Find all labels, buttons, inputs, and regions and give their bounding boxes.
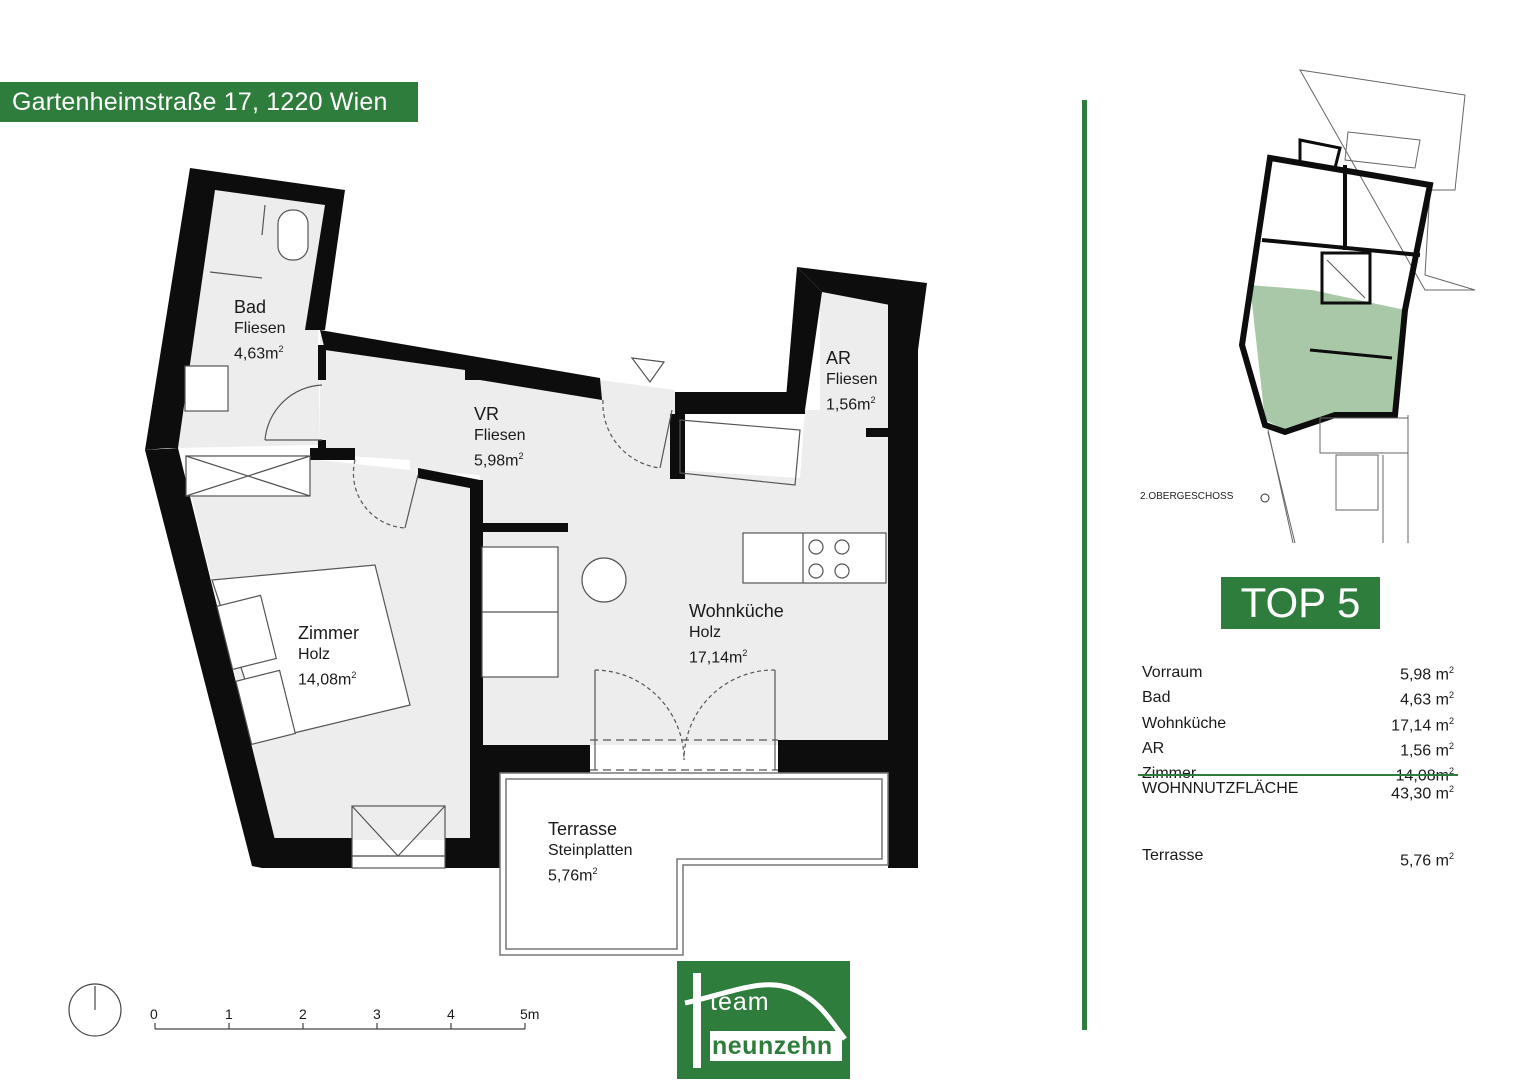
room-name: VR xyxy=(474,404,500,424)
scale-label: 0 xyxy=(150,1006,158,1022)
area-value: 4,63 m xyxy=(1400,691,1449,709)
area-label: Bad xyxy=(1142,689,1171,707)
terrace-row: Terrasse 5,76 m2 xyxy=(1138,845,1458,872)
room-area-unit: 2 xyxy=(518,451,524,461)
total-row: WOHNNUTZFLÄCHE 43,30 m2 xyxy=(1138,778,1458,805)
area-unit: 2 xyxy=(1448,690,1454,701)
room-label-terrasse: Terrasse Steinplatten 5,76m2 xyxy=(548,819,633,886)
logo-text-team: team xyxy=(710,988,770,1016)
room-floor: Steinplatten xyxy=(548,842,633,859)
area-unit: 2 xyxy=(1448,715,1454,726)
scale-label: 5m xyxy=(520,1006,540,1022)
room-name: Bad xyxy=(234,297,267,317)
room-area: 14,08m xyxy=(298,671,352,689)
room-floor: Holz xyxy=(298,646,331,663)
vertical-divider xyxy=(1082,100,1087,1030)
area-value: 1,56 m xyxy=(1400,742,1449,760)
keyplan-caption: 2.OBERGESCHOSS xyxy=(1140,491,1234,502)
north-arrow xyxy=(68,983,122,1037)
terrace-value: 5,76 m xyxy=(1400,852,1449,870)
furniture xyxy=(184,204,887,746)
room-floor: Fliesen xyxy=(826,371,878,388)
scale-label: 1 xyxy=(225,1006,233,1022)
area-unit: 2 xyxy=(1448,766,1454,777)
company-logo: team neunzehn xyxy=(677,961,850,1079)
logo-text-neunzehn: neunzehn xyxy=(710,1031,842,1061)
room-area-unit: 2 xyxy=(351,670,357,680)
room-label-vr: VR Fliesen 5,98m2 xyxy=(474,404,526,471)
area-value: 14,08m xyxy=(1395,767,1449,785)
room-label-ar: AR Fliesen 1,56m2 xyxy=(826,348,878,415)
table-row: Vorraum 5,98 m2 xyxy=(1138,660,1458,685)
room-name: Zimmer xyxy=(298,623,359,643)
area-label: Vorraum xyxy=(1142,664,1203,682)
area-unit: 2 xyxy=(1448,740,1454,751)
room-area-unit: 2 xyxy=(278,344,284,354)
area-label: AR xyxy=(1142,740,1165,758)
walls xyxy=(145,168,927,868)
room-area: 17,14m xyxy=(689,649,743,667)
address-text: Gartenheimstraße 17, 1220 Wien xyxy=(12,88,388,116)
area-table: Vorraum 5,98 m2 Bad 4,63 m2 Wohnküche 17… xyxy=(1138,660,1458,787)
area-value: 5,98 m xyxy=(1400,666,1449,684)
room-area: 5,76m xyxy=(548,867,593,885)
room-label-zimmer: Zimmer Holz 14,08m2 xyxy=(298,623,359,690)
scale-label: 4 xyxy=(447,1006,455,1022)
room-floor: Fliesen xyxy=(234,320,286,337)
room-area: 4,63m xyxy=(234,345,279,363)
room-name: Terrasse xyxy=(548,819,618,839)
room-area-unit: 2 xyxy=(592,866,598,876)
scale-label: 2 xyxy=(299,1006,307,1022)
table-row: Zimmer 14,08m2 xyxy=(1138,761,1458,786)
table-row: Bad 4,63 m2 xyxy=(1138,685,1458,710)
table-divider xyxy=(1138,774,1458,776)
room-area: 5,98m xyxy=(474,452,519,470)
room-name: AR xyxy=(826,348,852,368)
total-value: 43,30 m xyxy=(1391,785,1449,803)
terrace-unit: 2 xyxy=(1448,851,1454,861)
room-label-wohnkueche: Wohnküche Holz 17,14m2 xyxy=(689,601,784,668)
unit-badge: TOP 5 xyxy=(1221,577,1380,629)
area-label: Wohnküche xyxy=(1142,714,1227,732)
room-floor: Fliesen xyxy=(474,427,526,444)
room-name: Wohnküche xyxy=(689,601,784,621)
key-plan xyxy=(1238,69,1476,544)
area-value: 17,14 m xyxy=(1391,716,1449,734)
table-row: AR 1,56 m2 xyxy=(1138,736,1458,761)
scale-label: 3 xyxy=(373,1006,381,1022)
total-label: WOHNNUTZFLÄCHE xyxy=(1142,780,1299,797)
room-label-bad: Bad Fliesen 4,63m2 xyxy=(234,297,286,364)
room-floor: Holz xyxy=(689,624,722,641)
terrace-label: Terrasse xyxy=(1142,847,1204,864)
room-area: 1,56m xyxy=(826,396,871,414)
doors xyxy=(264,357,778,869)
area-label: Zimmer xyxy=(1142,765,1197,783)
terrace xyxy=(499,772,889,956)
address-banner: Gartenheimstraße 17, 1220 Wien xyxy=(0,82,418,122)
area-unit: 2 xyxy=(1448,665,1454,675)
table-row: Wohnküche 17,14 m2 xyxy=(1138,711,1458,736)
total-unit: 2 xyxy=(1448,784,1454,794)
scale-bar xyxy=(154,1023,526,1030)
logo-mark xyxy=(684,973,847,1068)
room-area-unit: 2 xyxy=(742,648,748,658)
room-area-unit: 2 xyxy=(870,395,876,405)
